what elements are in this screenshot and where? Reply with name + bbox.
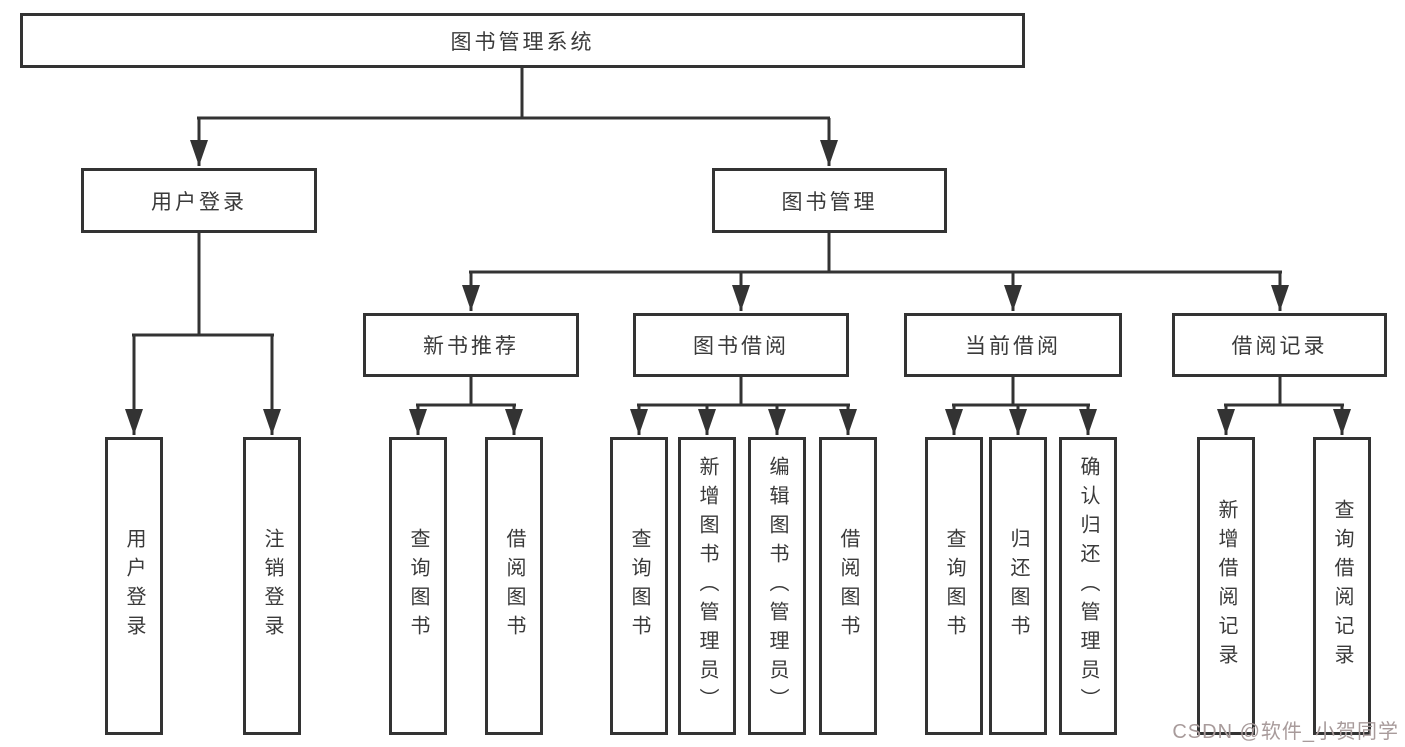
node-system-root: 图书管理系统 [20, 13, 1025, 68]
leaf-query-book-recommend: 查询图书 [389, 437, 447, 735]
leaf-add-book-admin: 新增图书（管理员） [678, 437, 736, 735]
leaf-confirm-return-admin: 确认归还（管理员） [1059, 437, 1117, 735]
node-new-book-recommend: 新书推荐 [363, 313, 579, 377]
leaf-add-borrow-record: 新增借阅记录 [1197, 437, 1255, 735]
leaf-label: 确认归还（管理员） [1077, 455, 1099, 717]
leaf-borrow-book: 借阅图书 [819, 437, 877, 735]
leaf-label: 用户登录 [123, 528, 145, 644]
node-label: 图书管理系统 [450, 30, 595, 54]
leaf-label: 注销登录 [261, 528, 283, 644]
leaf-query-current: 查询图书 [925, 437, 983, 735]
node-label: 新书推荐 [423, 335, 519, 358]
node-label: 图书借阅 [693, 335, 789, 358]
node-label: 用户登录 [151, 190, 247, 214]
leaf-logout: 注销登录 [243, 437, 301, 735]
leaf-label: 查询图书 [943, 528, 965, 644]
leaf-label: 新增借阅记录 [1215, 499, 1237, 673]
leaf-label: 归还图书 [1007, 528, 1029, 644]
leaf-query-borrow-record: 查询借阅记录 [1313, 437, 1371, 735]
node-book-management: 图书管理 [712, 168, 947, 233]
node-label: 当前借阅 [965, 335, 1061, 358]
leaf-label: 查询借阅记录 [1331, 499, 1353, 673]
leaf-edit-book-admin: 编辑图书（管理员） [748, 437, 806, 735]
leaf-label: 编辑图书（管理员） [766, 455, 788, 717]
node-label: 图书管理 [781, 190, 878, 214]
leaf-return-book: 归还图书 [989, 437, 1047, 735]
node-borrow-records: 借阅记录 [1172, 313, 1387, 377]
leaf-user-login: 用户登录 [105, 437, 163, 735]
leaf-label: 新增图书（管理员） [696, 455, 718, 717]
node-user-login: 用户登录 [81, 168, 317, 233]
leaf-label: 查询图书 [407, 528, 429, 644]
leaf-label: 借阅图书 [503, 528, 525, 644]
leaf-query-book: 查询图书 [610, 437, 668, 735]
node-book-borrow: 图书借阅 [633, 313, 849, 377]
csdn-watermark: CSDN @软件_小贺同学 [1172, 721, 1399, 743]
node-current-borrow: 当前借阅 [904, 313, 1122, 377]
leaf-label: 查询图书 [628, 528, 650, 644]
leaf-label: 借阅图书 [837, 528, 859, 644]
leaf-borrow-book-recommend: 借阅图书 [485, 437, 543, 735]
node-label: 借阅记录 [1231, 335, 1328, 358]
